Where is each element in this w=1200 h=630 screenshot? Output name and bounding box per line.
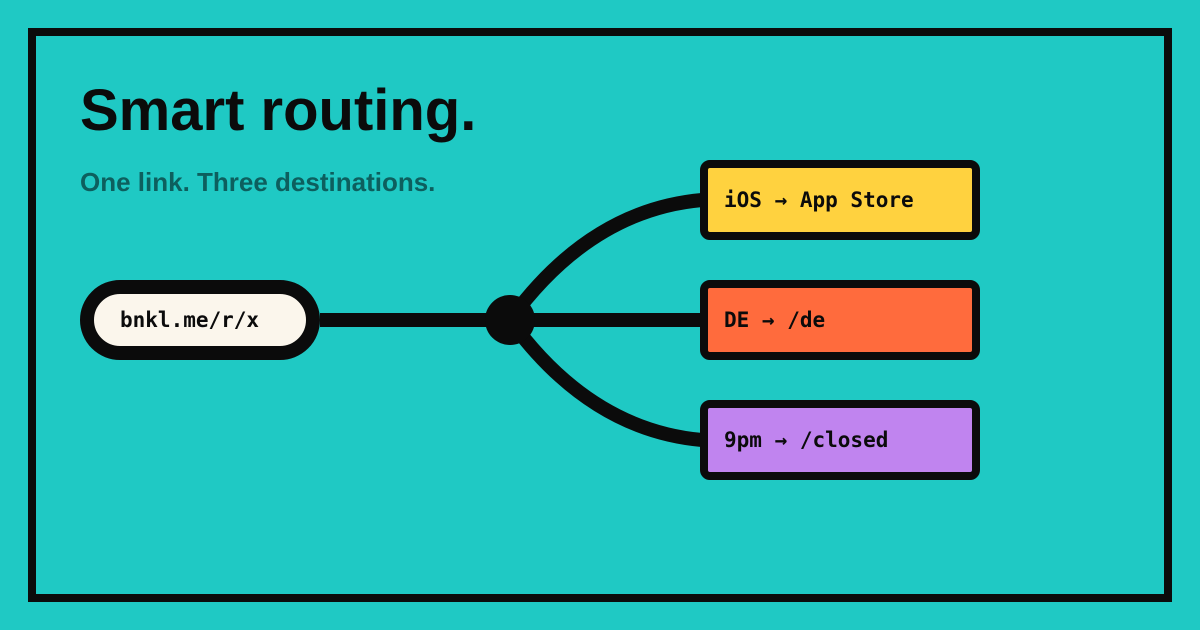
branch-ios bbox=[504, 193, 703, 325]
destination-closed-label: 9pm → /closed bbox=[724, 428, 889, 452]
destination-de-label: DE → /de bbox=[724, 308, 826, 332]
outer-frame bbox=[28, 28, 1172, 602]
source-link-label: bnkl.me/r/x bbox=[120, 308, 260, 332]
page-title: Smart routing. bbox=[80, 78, 477, 143]
branch-closed bbox=[504, 315, 703, 447]
source-link-pill: bnkl.me/r/x bbox=[80, 280, 320, 360]
destination-de: DE → /de bbox=[700, 280, 980, 360]
junction-node bbox=[485, 295, 535, 345]
destination-ios-label: iOS → App Store bbox=[724, 188, 914, 212]
destination-closed: 9pm → /closed bbox=[700, 400, 980, 480]
page-subtitle: One link. Three destinations. bbox=[80, 167, 436, 197]
destination-ios: iOS → App Store bbox=[700, 160, 980, 240]
